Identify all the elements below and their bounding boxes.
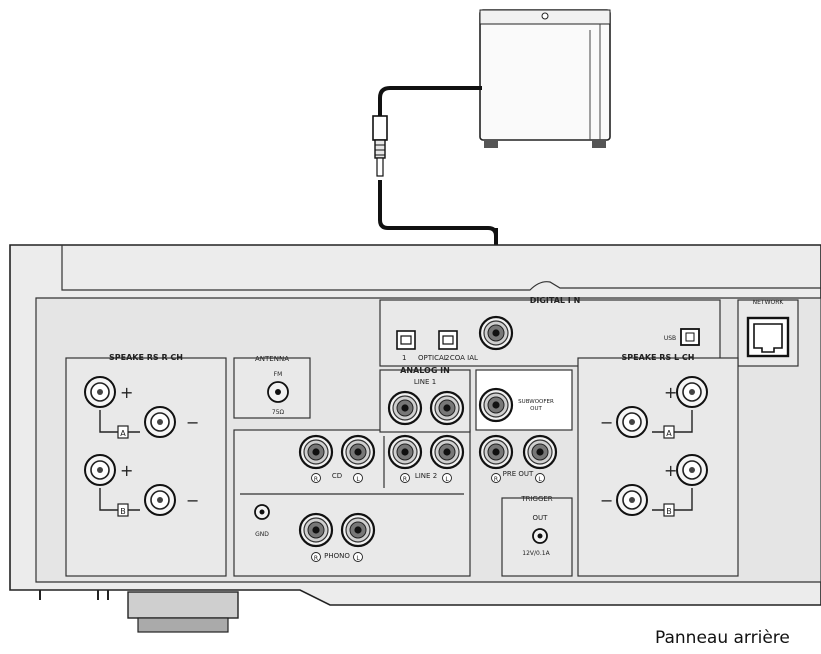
antenna-section: ANTENNA FM 75Ω: [233, 355, 311, 419]
badge-r-b: B: [120, 507, 126, 516]
rca-plug: [372, 115, 388, 177]
speakers-l-label: SPEAKE RS L CH: [622, 353, 695, 362]
analog-in-section: ANALOG IN LINE 1 CD R L LINE 2 R L GND P…: [233, 366, 471, 577]
digital-in-section: DIGITAL I N 1 2 OPTICAL COA IAL USB: [379, 296, 721, 367]
speaker-l-a-plus: [676, 376, 708, 408]
trigger-out-label: OUT: [533, 514, 549, 522]
svg-text:L: L: [538, 476, 542, 483]
subwoofer-out-label-1: SUBWOOFER: [518, 399, 554, 405]
speaker-r-a-minus: [144, 406, 176, 438]
optical-port-2: [438, 330, 458, 350]
phono-r-jack: [298, 512, 334, 548]
svg-text:+: +: [120, 461, 133, 480]
trigger-section: TRIGGER OUT 12V/0.1A: [501, 495, 573, 577]
optical-2-label: 2: [445, 354, 449, 362]
badge-l-b: B: [666, 507, 672, 516]
svg-text:−: −: [600, 413, 613, 432]
subwoofer: [479, 9, 611, 148]
caption: Panneau arrière: [655, 628, 790, 648]
line1-r-jack: [387, 390, 423, 426]
svg-text:R: R: [314, 555, 318, 562]
network-label: NETWORK: [753, 299, 785, 306]
speaker-r-b-plus: [84, 454, 116, 486]
svg-text:L: L: [445, 476, 449, 483]
optical-port-1: [396, 330, 416, 350]
network-section: NETWORK: [737, 299, 799, 367]
svg-text:R: R: [314, 476, 318, 483]
digital-in-label: DIGITAL I N: [530, 296, 581, 305]
pre-out-l-jack: [522, 434, 558, 470]
ohm-label: 75Ω: [272, 409, 285, 416]
line1-l-jack: [429, 390, 465, 426]
trigger-label: TRIGGER: [520, 495, 552, 503]
badge-r-a: A: [120, 429, 126, 438]
subwoofer-out-label-2: OUT: [530, 406, 542, 412]
trigger-spec-label: 12V/0.1A: [522, 550, 550, 557]
subwoofer-out-jack: [478, 387, 514, 423]
line2-l-jack: [429, 434, 465, 470]
speaker-l-b-plus: [676, 454, 708, 486]
cd-label: CD: [332, 472, 342, 480]
line2-r-jack: [387, 434, 423, 470]
phono-l-jack: [340, 512, 376, 548]
optical-1-label: 1: [402, 354, 406, 362]
svg-text:L: L: [356, 476, 360, 483]
badge-l-a: A: [666, 429, 672, 438]
svg-text:R: R: [403, 476, 407, 483]
svg-text:+: +: [664, 383, 677, 402]
speaker-r-b-minus: [144, 484, 176, 516]
pre-out-r-jack: [478, 434, 514, 470]
line2-label: LINE 2: [415, 472, 437, 480]
svg-text:−: −: [186, 491, 199, 510]
optical-coaxial-label: OPTICAL COA IAL: [418, 354, 478, 362]
speaker-l-a-minus: [616, 406, 648, 438]
svg-text:−: −: [600, 491, 613, 510]
svg-text:−: −: [186, 413, 199, 432]
phono-label: PHONO: [324, 552, 350, 560]
line1-label: LINE 1: [414, 378, 436, 386]
svg-text:+: +: [664, 461, 677, 480]
speaker-l-b-minus: [616, 484, 648, 516]
analog-in-label: ANALOG IN: [400, 366, 450, 375]
antenna-label: ANTENNA: [255, 355, 289, 363]
pre-out-label: PRE OUT: [503, 470, 534, 478]
subwoofer-out-section: SUBWOOFER OUT: [475, 369, 573, 431]
cd-r-jack: [298, 434, 334, 470]
speakers-r-label: SPEAKE RS R CH: [109, 353, 183, 362]
coaxial-jack: [478, 315, 514, 351]
pre-out-section: PRE OUT R L: [478, 434, 558, 483]
fm-label: FM: [274, 371, 283, 378]
cd-l-jack: [340, 434, 376, 470]
svg-text:L: L: [356, 555, 360, 562]
speaker-r-a-plus: [84, 376, 116, 408]
svg-text:+: +: [120, 383, 133, 402]
svg-text:R: R: [494, 476, 498, 483]
speakers-l-section: SPEAKE RS L CH + − A + − B: [577, 353, 739, 577]
speakers-r-section: SPEAKE RS R CH + − A + − B: [65, 353, 227, 577]
usb-label: USB: [664, 335, 676, 342]
gnd-label: GND: [255, 531, 269, 538]
